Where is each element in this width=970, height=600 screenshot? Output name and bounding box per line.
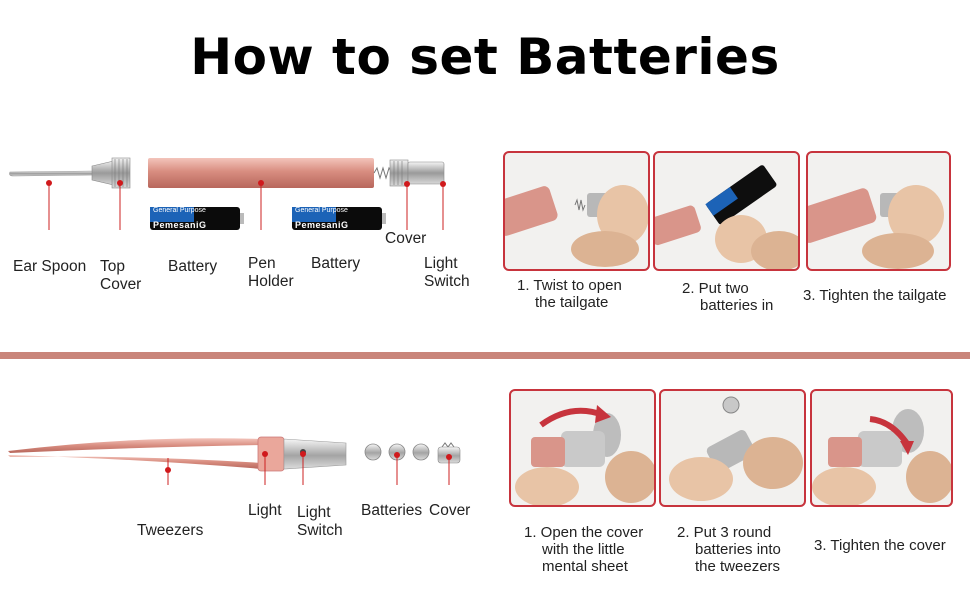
label-batteries: Batteries	[361, 502, 423, 519]
section-divider	[0, 352, 970, 359]
marker-dot	[258, 180, 264, 186]
marker-dot	[165, 467, 171, 473]
tweezers-step-caption-2: 2. Put 3 round batteries into the tweeze…	[677, 524, 781, 575]
marker-dot	[440, 181, 446, 187]
marker-dot	[262, 451, 268, 457]
marker-dot	[446, 454, 452, 460]
battery-label-right: General Purpose PemesaniG	[295, 207, 349, 230]
step-photo-put-round-batteries	[659, 389, 806, 507]
label-battery-right: Battery	[311, 255, 361, 272]
step-caption-1: 1. Twist to open the tailgate	[517, 277, 622, 311]
page-title: How to set Batteries	[190, 28, 780, 86]
marker-dot	[300, 451, 306, 457]
marker-dot	[394, 452, 400, 458]
marker-dot	[117, 180, 123, 186]
label-cover: Cover	[385, 230, 427, 247]
step-photo-tighten-cover	[810, 389, 953, 507]
step-caption-3: 3. Tighten the tailgate	[803, 287, 947, 304]
step-caption-2: 2. Put two batteries in	[682, 280, 774, 314]
marker-dot	[404, 181, 410, 187]
step-photo-twist-open	[503, 151, 650, 271]
tweezers-step-caption-3: 3. Tighten the cover	[814, 537, 946, 554]
step-photo-open-cover	[509, 389, 656, 507]
label-light: Light	[248, 502, 282, 519]
tweezers-step-caption-1: 1. Open the cover with the little mental…	[524, 524, 644, 575]
marker-dot	[46, 180, 52, 186]
step-photo-insert-batteries	[653, 151, 800, 271]
step-photo-tighten-tailgate	[806, 151, 951, 271]
label-cover-tweezers: Cover	[429, 502, 471, 519]
label-battery-left: Battery	[168, 258, 218, 275]
label-ear-spoon: Ear Spoon	[13, 258, 87, 275]
tweezers-diagram	[0, 425, 470, 485]
ear-pick-diagram	[0, 150, 470, 230]
battery-label-left: General Purpose PemesaniG	[153, 207, 207, 230]
label-tweezers: Tweezers	[137, 522, 204, 539]
